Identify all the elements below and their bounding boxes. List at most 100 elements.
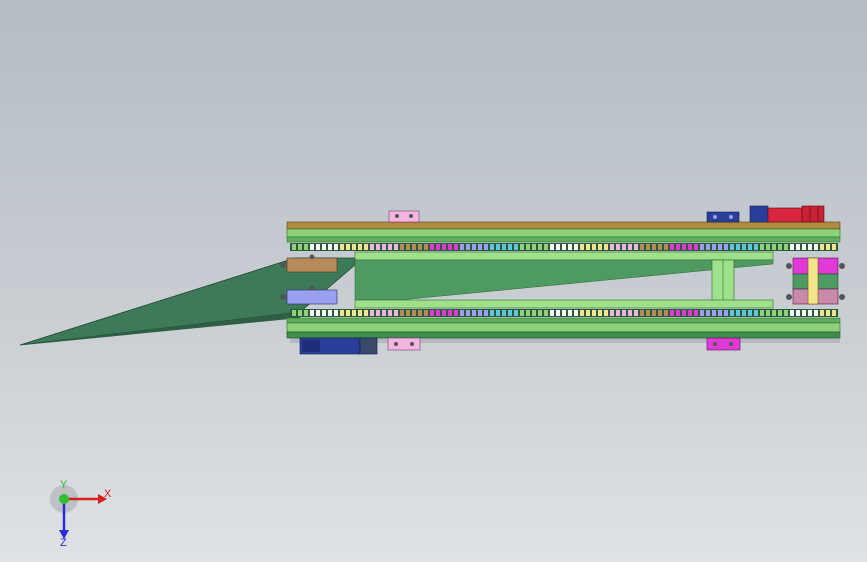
roller <box>790 310 794 316</box>
right-bolt-upper <box>786 263 792 269</box>
roller <box>676 244 680 250</box>
roller <box>586 244 590 250</box>
roller <box>436 244 440 250</box>
roller <box>688 244 692 250</box>
roller <box>442 244 446 250</box>
roller <box>514 310 518 316</box>
roller <box>748 244 752 250</box>
sensor-bolt-2 <box>729 215 733 219</box>
roller <box>568 310 572 316</box>
roller <box>832 310 836 316</box>
roller <box>622 310 626 316</box>
right-bolt-lower-2 <box>839 294 845 300</box>
roller <box>670 310 674 316</box>
roller <box>388 310 392 316</box>
motor-cap <box>749 205 769 223</box>
motor-gearbox <box>801 205 825 223</box>
roller <box>502 244 506 250</box>
roller <box>610 310 614 316</box>
roller <box>568 244 572 250</box>
y-axis-dot <box>59 494 69 504</box>
roller <box>556 310 560 316</box>
roller <box>676 310 680 316</box>
roller <box>742 244 746 250</box>
roller <box>316 244 320 250</box>
roller <box>544 310 548 316</box>
roller <box>340 310 344 316</box>
roller <box>796 310 800 316</box>
roller <box>454 244 458 250</box>
sensor-bolt <box>713 215 717 219</box>
roller <box>412 244 416 250</box>
roller <box>490 310 494 316</box>
roller <box>346 310 350 316</box>
roller <box>532 310 536 316</box>
bottom-plate <box>286 331 841 339</box>
top-bracket-pink <box>388 210 420 223</box>
roller <box>562 310 566 316</box>
top-plate <box>286 221 841 230</box>
roller <box>724 244 728 250</box>
roller <box>580 244 584 250</box>
bracket-bolt-2 <box>409 214 413 218</box>
roller <box>448 310 452 316</box>
roller <box>508 244 512 250</box>
left-lower-bolt <box>280 294 286 300</box>
roller <box>358 244 362 250</box>
bottom-bracket-bolt <box>394 342 398 346</box>
lower-rollers <box>292 310 836 316</box>
roller <box>538 310 542 316</box>
roller <box>760 310 764 316</box>
upper-guide-plate <box>354 251 774 261</box>
roller <box>424 310 428 316</box>
roller <box>562 244 566 250</box>
sloped-belt <box>354 259 774 301</box>
roller <box>742 310 746 316</box>
roller <box>784 310 788 316</box>
roller <box>550 310 554 316</box>
roller <box>586 310 590 316</box>
roller <box>694 244 698 250</box>
lower-guide-plate <box>354 299 774 309</box>
roller <box>646 244 650 250</box>
roller <box>484 310 488 316</box>
roller <box>352 310 356 316</box>
roller <box>424 244 428 250</box>
roller <box>778 244 782 250</box>
roller <box>808 310 812 316</box>
roller <box>466 310 470 316</box>
roller <box>412 310 416 316</box>
roller <box>646 310 650 316</box>
roller <box>496 244 500 250</box>
bottom-bracket-bolt-2 <box>410 342 414 346</box>
upper-rollers <box>292 244 836 250</box>
roller <box>304 310 308 316</box>
roller <box>682 244 686 250</box>
roller <box>514 244 518 250</box>
roller <box>322 310 326 316</box>
coordinate-triad[interactable]: X Y Z <box>40 478 120 548</box>
top-rail-inner <box>286 236 841 243</box>
roller <box>316 310 320 316</box>
roller <box>826 310 830 316</box>
roller <box>298 244 302 250</box>
sensor-bracket-top <box>706 211 740 223</box>
roller <box>400 244 404 250</box>
roller <box>394 310 398 316</box>
right-bolt-upper-2 <box>839 263 845 269</box>
roller <box>664 310 668 316</box>
roller <box>700 244 704 250</box>
roller <box>628 310 632 316</box>
roller <box>538 244 542 250</box>
roller <box>652 310 656 316</box>
roller <box>610 244 614 250</box>
roller <box>328 244 332 250</box>
roller <box>682 310 686 316</box>
roller <box>478 310 482 316</box>
bottom-rail-inner <box>286 317 841 324</box>
roller <box>532 244 536 250</box>
roller <box>820 244 824 250</box>
roller <box>712 244 716 250</box>
